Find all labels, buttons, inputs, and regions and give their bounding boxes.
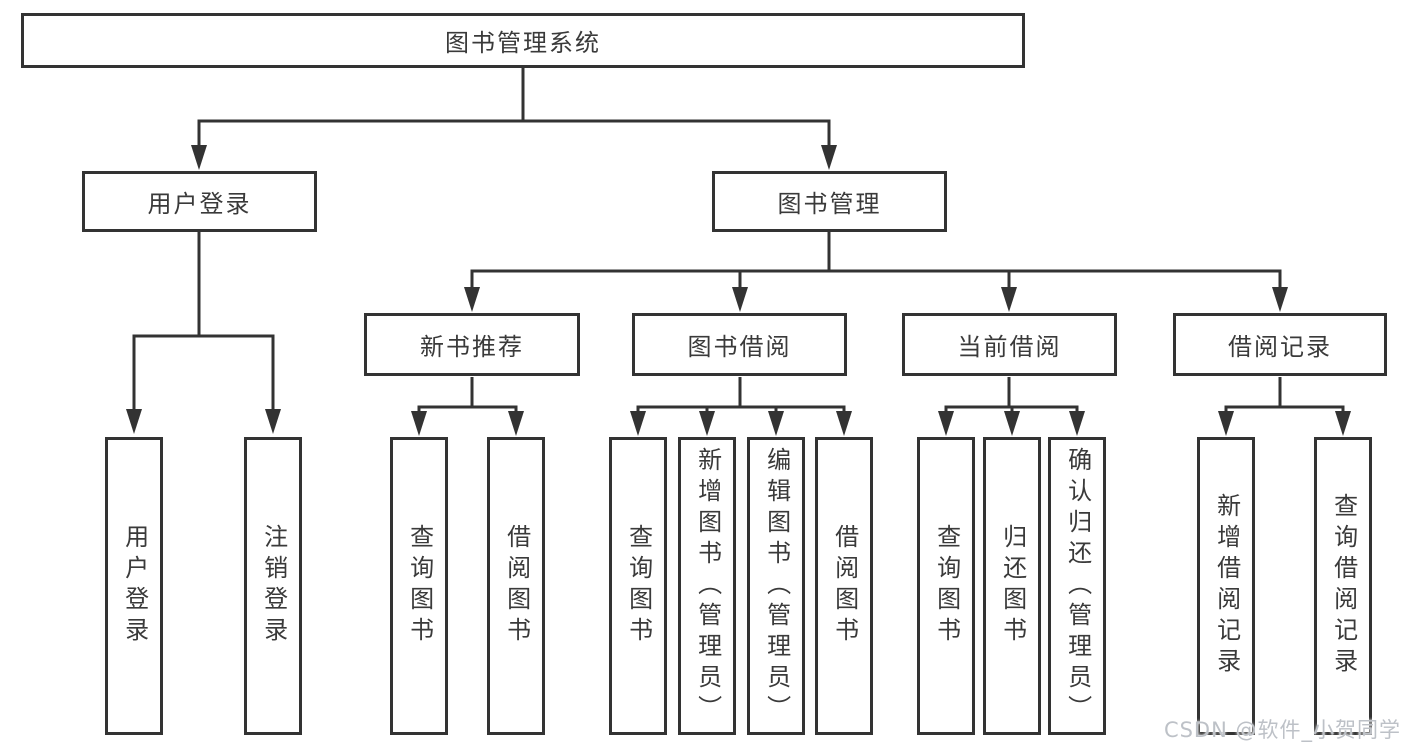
- node-user-login: 用户登录: [82, 171, 317, 232]
- leaf-records-query-record: 查询借阅记录: [1314, 437, 1372, 735]
- leaf-current-return-books: 归还图书: [983, 437, 1041, 735]
- leaf-recommend-query-books: 查询图书: [390, 437, 448, 735]
- leaf-borrow-edit-books-admin: 编辑图书（管理员）: [747, 437, 805, 735]
- leaf-recommend-borrow-books: 借阅图书: [487, 437, 545, 735]
- node-library-system: 图书管理系统: [21, 13, 1025, 68]
- leaf-records-add-record: 新增借阅记录: [1197, 437, 1255, 735]
- leaf-logout: 注销登录: [244, 437, 302, 735]
- node-book-borrow: 图书借阅: [632, 313, 847, 376]
- leaf-user-login: 用户登录: [105, 437, 163, 735]
- leaf-current-confirm-return-admin: 确认归还（管理员）: [1048, 437, 1106, 735]
- csdn-watermark: CSDN @软件_小贺同学: [1163, 718, 1401, 742]
- leaf-borrow-add-books-admin: 新增图书（管理员）: [678, 437, 736, 735]
- leaf-borrow-borrow-books: 借阅图书: [815, 437, 873, 735]
- leaf-current-query-books: 查询图书: [917, 437, 975, 735]
- node-book-management: 图书管理: [712, 171, 947, 232]
- node-new-book-recommend: 新书推荐: [364, 313, 580, 376]
- node-borrow-records: 借阅记录: [1173, 313, 1387, 376]
- node-current-borrow: 当前借阅: [902, 313, 1117, 376]
- leaf-borrow-query-books: 查询图书: [609, 437, 667, 735]
